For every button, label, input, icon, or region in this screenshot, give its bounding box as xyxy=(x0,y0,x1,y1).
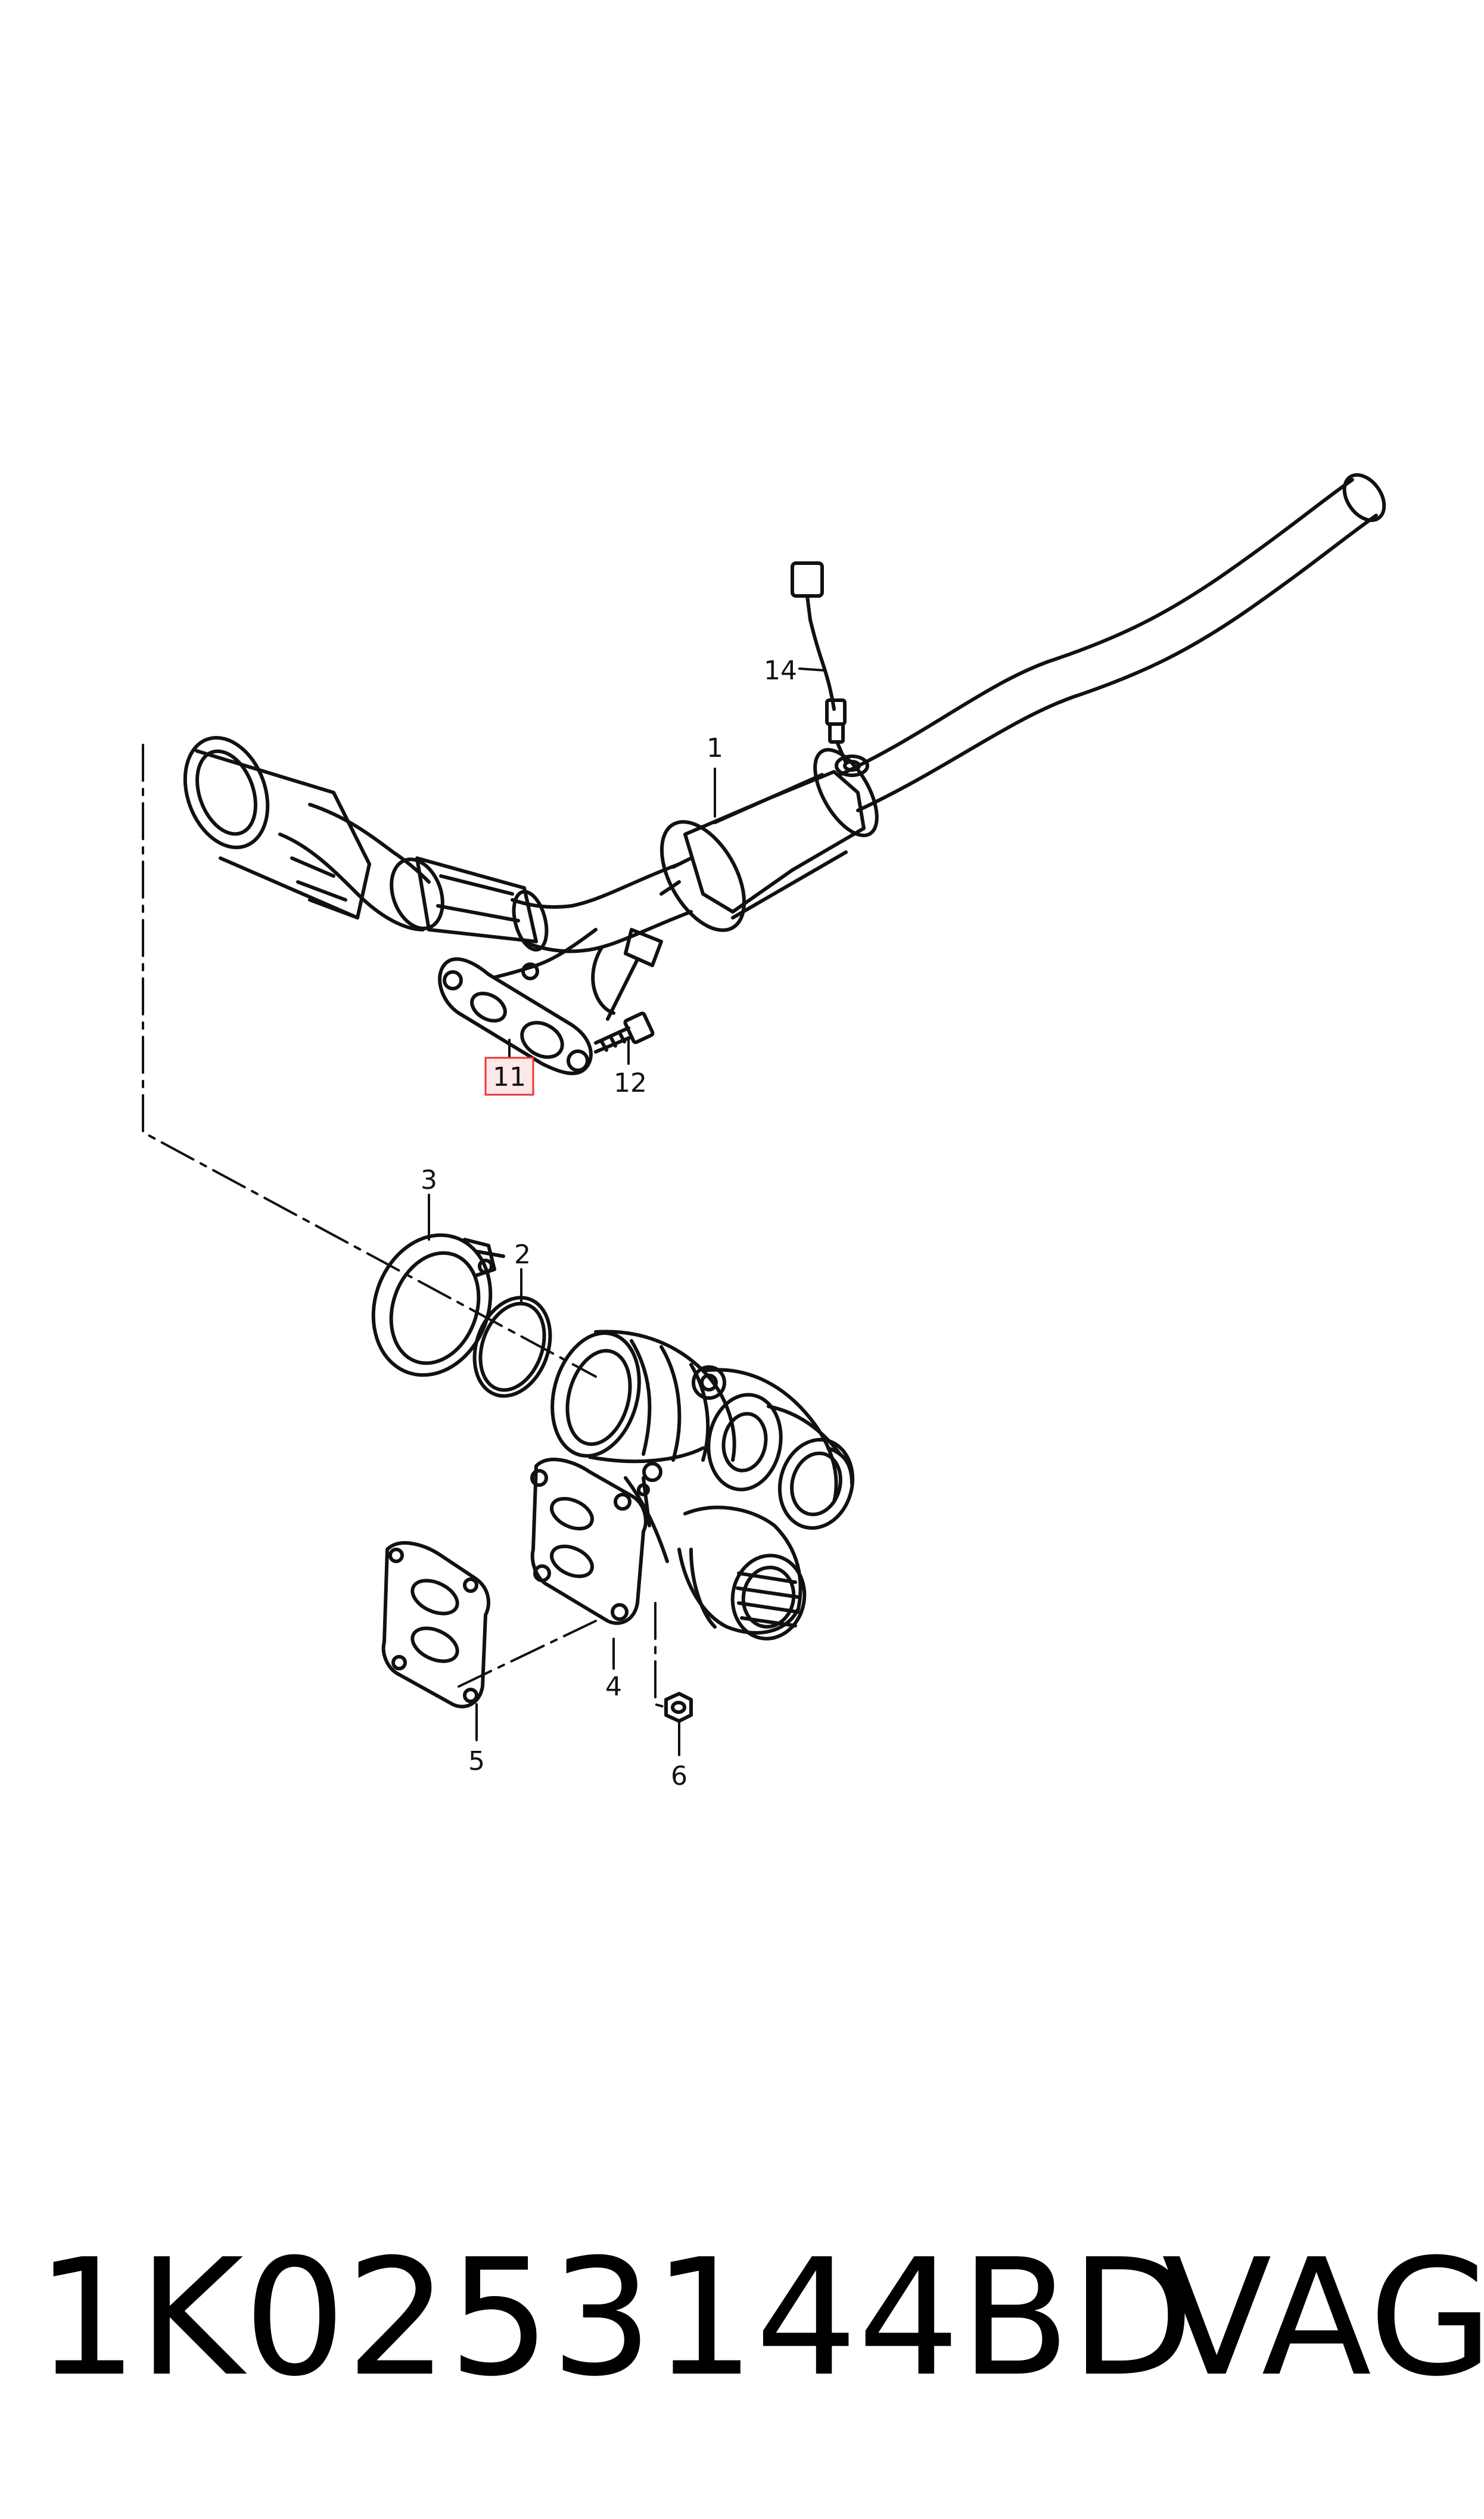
seal-ring xyxy=(472,1296,552,1398)
v-band-clamp xyxy=(371,1233,505,1377)
callout-6: 6 xyxy=(671,1761,687,1791)
callout-11: 11 xyxy=(493,1062,526,1092)
flange-nut xyxy=(664,1692,693,1723)
callout-12: 12 xyxy=(614,1068,647,1098)
part-number: 1K0253144BD xyxy=(36,2224,1194,2412)
brand-name: VAG xyxy=(1162,2224,1484,2412)
lambda-sensor xyxy=(791,561,869,777)
callout-2: 2 xyxy=(514,1240,531,1270)
callout-3: 3 xyxy=(421,1165,437,1195)
turbocharger xyxy=(550,1330,855,1641)
callout-1: 1 xyxy=(707,733,723,763)
flange-gasket xyxy=(438,957,593,1076)
support-bracket xyxy=(493,928,663,1021)
exhaust-pipe xyxy=(838,473,1386,812)
callout-11-highlight xyxy=(484,1057,534,1096)
upstream-catalyst xyxy=(183,736,444,931)
callout-4: 4 xyxy=(605,1672,622,1702)
connecting-pipe xyxy=(415,856,693,953)
turbine-gasket xyxy=(381,1541,490,1709)
part-caption: 1K0253144BD VAG xyxy=(36,2224,1484,2412)
leader-lines xyxy=(428,667,826,1756)
assembly-guide-lines xyxy=(142,744,667,1709)
catalytic-converter-main xyxy=(659,748,879,932)
flange-bolt xyxy=(594,1011,655,1054)
turbine-flange xyxy=(530,1458,648,1625)
callout-5: 5 xyxy=(468,1746,485,1776)
callout-14: 14 xyxy=(764,656,797,686)
